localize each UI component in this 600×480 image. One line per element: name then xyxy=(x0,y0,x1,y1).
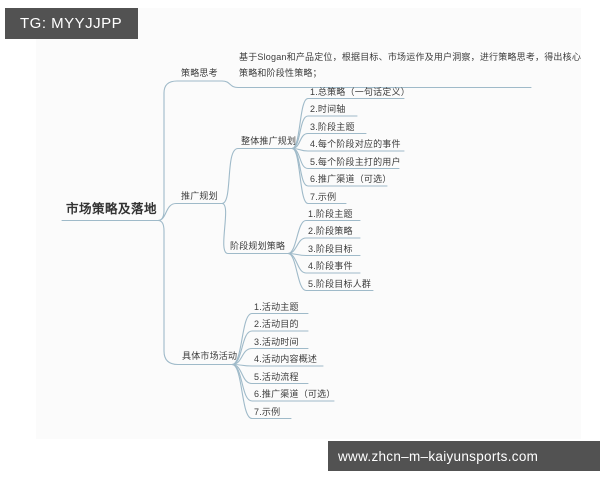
leaf-item: 7.示例 xyxy=(254,407,281,417)
leaf-item: 1.阶段主题 xyxy=(308,209,353,219)
node-stage-planning-strategy: 阶段规划策略 xyxy=(230,241,286,251)
leaf-item: 4.活动内容概述 xyxy=(254,354,318,364)
leaf-item: 2.阶段策略 xyxy=(308,226,353,236)
leaf-item: 3.阶段目标 xyxy=(308,244,353,254)
leaf-curve xyxy=(291,147,347,205)
node-root: 市场策略及落地 xyxy=(66,202,158,216)
leaf-curve xyxy=(231,347,309,366)
strategy-note-line1: 基于Slogan和产品定位，根据目标、市场运作及用户洞察，进行策略思考，得出核心 xyxy=(239,52,582,62)
telegram-watermark-badge: TG: MYYJJPP xyxy=(5,8,138,39)
leaf-item: 3.阶段主题 xyxy=(310,122,355,132)
leaf-curve xyxy=(287,237,361,255)
branch-curve xyxy=(157,219,233,366)
leaf-item: 6.推广渠道（可选） xyxy=(310,174,392,184)
leaf-item: 2.活动目的 xyxy=(254,319,299,329)
branch-curve xyxy=(221,202,289,255)
leaf-item: 5.活动流程 xyxy=(254,372,299,382)
branch-curve xyxy=(157,202,223,222)
leaf-curve xyxy=(291,115,358,150)
leaf-item: 6.推广渠道（可选） xyxy=(254,389,336,399)
leaf-item: 5.阶段目标人群 xyxy=(308,279,372,289)
leaf-item: 4.每个阶段对应的事件 xyxy=(310,139,401,149)
leaf-item: 1.活动主题 xyxy=(254,302,299,312)
leaf-curve xyxy=(231,363,292,420)
node-overall-promotion-plan: 整体推广规划 xyxy=(241,136,297,146)
leaf-item: 3.活动时间 xyxy=(254,337,299,347)
branch-curve xyxy=(221,80,532,89)
node-market-activities: 具体市场活动 xyxy=(182,351,238,361)
leaf-curve xyxy=(291,132,367,150)
leaf-curve xyxy=(287,252,374,292)
node-strategy-thinking: 策略思考 xyxy=(181,68,218,78)
strategy-note-line2: 策略和阶段性策略； xyxy=(239,68,322,78)
branch-curve xyxy=(221,147,293,205)
mindmap-image-area xyxy=(36,8,581,439)
website-watermark-badge: www.zhcn–m–kaiyunsports.com xyxy=(328,441,600,471)
leaf-item: 7.示例 xyxy=(310,192,337,202)
node-promotion-planning: 推广规划 xyxy=(181,191,218,201)
leaf-curve xyxy=(231,330,309,366)
leaf-item: 4.阶段事件 xyxy=(308,261,353,271)
leaf-item: 2.时间轴 xyxy=(310,104,346,114)
leaf-item: 5.每个阶段主打的用户 xyxy=(310,157,401,167)
leaf-item: 1.总策略（一句话定义） xyxy=(310,87,410,97)
